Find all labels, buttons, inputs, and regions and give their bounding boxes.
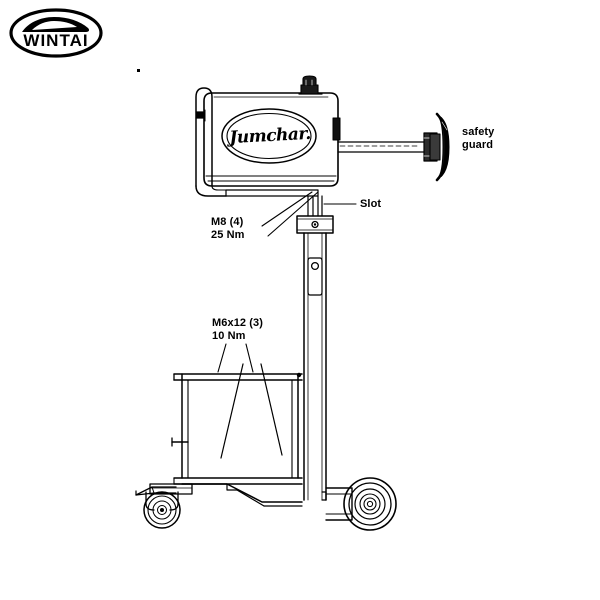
housing-base-skirt xyxy=(225,189,319,197)
swivel-caster-wheel xyxy=(143,491,181,529)
leader-lines xyxy=(217,191,357,373)
callout-m6-torque: M6x12 (3) 10 Nm xyxy=(212,317,264,342)
logo-oval-outline xyxy=(9,8,103,58)
callout-safety-guard: safety guard xyxy=(462,126,495,151)
brand-name: WINTAI xyxy=(23,31,88,50)
callout-slot: Slot xyxy=(360,198,382,210)
chassis-brace xyxy=(173,483,303,507)
callout-m8-torque: M8 (4) 25 Nm xyxy=(211,216,245,241)
column-clamp-collar xyxy=(296,215,334,234)
caster-mount-plate xyxy=(149,483,193,495)
brand-logo: WINTAI xyxy=(9,8,103,58)
top-cap-knob xyxy=(298,75,323,95)
cart-frame-box xyxy=(171,363,303,485)
wheel-axle-stub xyxy=(321,487,353,521)
main-road-wheel xyxy=(343,477,397,531)
carry-handle xyxy=(195,87,227,197)
drive-shaft xyxy=(337,141,425,153)
slot-locking-pin xyxy=(307,257,323,296)
upper-mast xyxy=(307,195,323,217)
safety-guard-disc xyxy=(429,112,450,182)
machine-badge-text: Jumchar. xyxy=(228,123,312,149)
vertical-column xyxy=(303,232,327,501)
grinder-head-housing xyxy=(203,92,339,187)
speck-mark xyxy=(137,69,140,72)
badge-oval xyxy=(221,108,317,164)
car-window-icon xyxy=(32,21,77,30)
housing-side-port xyxy=(332,117,341,141)
caster-brake-lever xyxy=(135,486,177,496)
